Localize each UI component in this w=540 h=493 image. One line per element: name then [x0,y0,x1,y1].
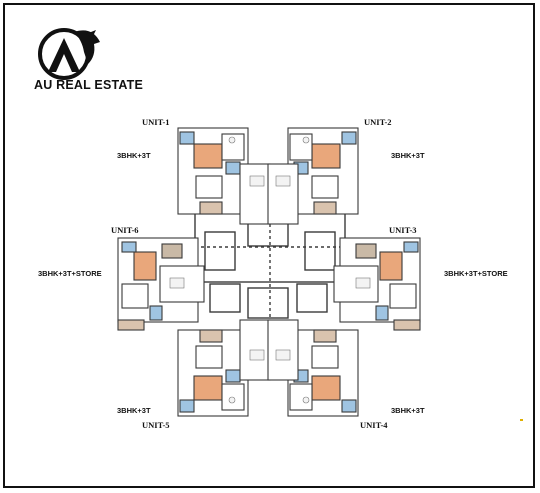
unit-6-label: UNIT-6 [111,225,139,235]
unit-3-label: UNIT-3 [389,225,417,235]
unit-4-config: 3BHK+3T [391,406,425,415]
unit-2-label: UNIT-2 [364,117,392,127]
unit-2-plan [267,127,359,225]
unit-1-config: 3BHK+3T [117,151,151,160]
unit-3-config: 3BHK+3T+STORE [444,269,508,278]
unit-5-config: 3BHK+3T [117,406,151,415]
au-monogram-icon [38,28,100,80]
furniture [169,136,371,404]
unit-1-plan [177,127,271,225]
unit-6-config: 3BHK+3T+STORE [38,269,102,278]
unit-3-plan [333,237,421,331]
brand-name: AU REAL ESTATE [34,78,144,92]
unit-1-label: UNIT-1 [142,117,170,127]
unit-4-plan [267,319,359,417]
unit-5-plan [177,319,271,417]
unit-6-plan [117,237,205,331]
unit-4-label: UNIT-4 [360,420,388,430]
unit-2-config: 3BHK+3T [391,151,425,160]
unit-5-label: UNIT-5 [142,420,170,430]
